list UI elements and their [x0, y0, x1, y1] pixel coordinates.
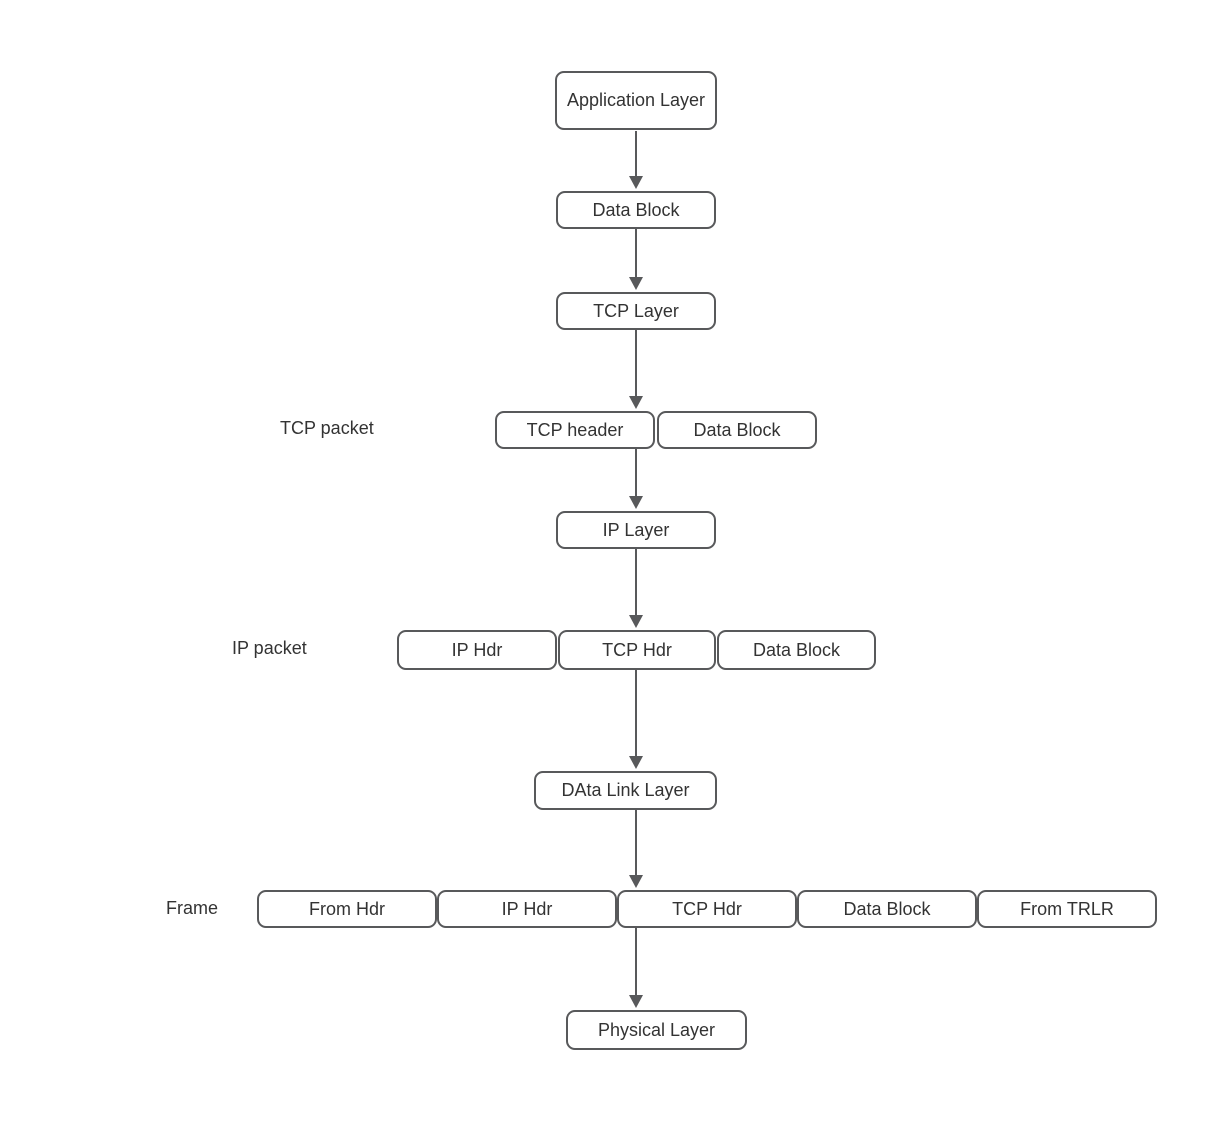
arrow-head-icon: [629, 396, 643, 409]
node-tcp-header: TCP header: [495, 411, 655, 449]
label-ip-packet: IP packet: [232, 638, 307, 658]
arrow-head-icon: [629, 995, 643, 1008]
arrow-datalink-to-frame-icon: [629, 810, 643, 888]
node-from-trlr: From TRLR: [977, 890, 1157, 928]
node-physical-layer: Physical Layer: [566, 1010, 747, 1050]
arrow-line: [635, 549, 637, 615]
node-frame-ip-hdr: IP Hdr: [437, 890, 617, 928]
node-data-block-top: Data Block: [556, 191, 716, 229]
arrow-ippacket-to-datalink-icon: [629, 670, 643, 769]
arrow-head-icon: [629, 176, 643, 189]
node-data-link-layer: DAta Link Layer: [534, 771, 717, 810]
node-ip-packet-tcp-hdr: TCP Hdr: [558, 630, 716, 670]
arrow-datablock-to-tcplayer-icon: [629, 229, 643, 290]
node-tcp-layer: TCP Layer: [556, 292, 716, 330]
node-frame-data-block: Data Block: [797, 890, 977, 928]
node-application-layer: Application Layer: [555, 71, 717, 130]
node-tcp-packet-data-block: Data Block: [657, 411, 817, 449]
arrow-head-icon: [629, 756, 643, 769]
arrow-head-icon: [629, 615, 643, 628]
arrow-head-icon: [629, 875, 643, 888]
arrow-line: [635, 449, 637, 496]
arrow-app-to-datablock-icon: [629, 131, 643, 189]
arrow-tcppacket-to-iplayer-icon: [629, 449, 643, 509]
node-frame-tcp-hdr: TCP Hdr: [617, 890, 797, 928]
arrow-head-icon: [629, 277, 643, 290]
arrow-line: [635, 928, 637, 995]
label-frame: Frame: [166, 898, 219, 918]
arrow-line: [635, 131, 637, 176]
node-ip-hdr: IP Hdr: [397, 630, 557, 670]
arrow-line: [635, 229, 637, 277]
arrow-line: [635, 670, 637, 756]
arrow-head-icon: [629, 496, 643, 509]
arrow-iplayer-to-ippacket-icon: [629, 549, 643, 628]
arrow-line: [635, 810, 637, 875]
node-ip-packet-data-block: Data Block: [717, 630, 876, 670]
arrow-line: [635, 330, 637, 396]
arrow-tcplayer-to-tcppacket-icon: [629, 330, 643, 409]
node-ip-layer: IP Layer: [556, 511, 716, 549]
label-tcp-packet: TCP packet: [280, 418, 374, 438]
node-from-hdr: From Hdr: [257, 890, 437, 928]
arrow-frame-to-physical-icon: [629, 928, 643, 1008]
